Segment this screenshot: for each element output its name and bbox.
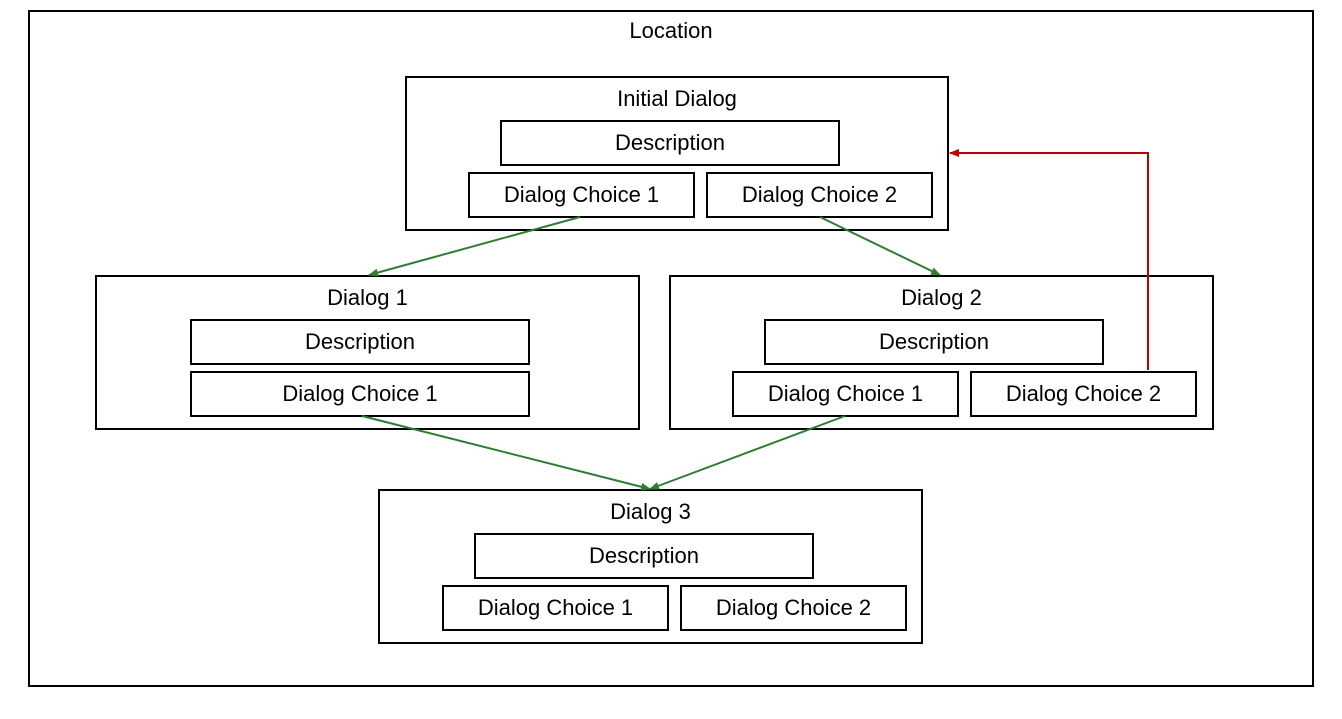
dialog-3-title: Dialog 3 — [610, 499, 691, 524]
dialog-2-description: Description — [764, 319, 1104, 365]
initial-dialog-box: Initial Dialog Description Dialog Choice… — [405, 76, 949, 231]
initial-dialog-title: Initial Dialog — [617, 86, 737, 111]
dialog-1-title: Dialog 1 — [327, 285, 408, 310]
dialog-3-box: Dialog 3 Description Dialog Choice 1 Dia… — [378, 489, 923, 644]
dialog-2-choice-2: Dialog Choice 2 — [970, 371, 1197, 417]
dialog-1-box: Dialog 1 Description Dialog Choice 1 — [95, 275, 640, 430]
location-container: Location — [28, 10, 1314, 687]
dialog-2-title: Dialog 2 — [901, 285, 982, 310]
dialog-1-choice-1: Dialog Choice 1 — [190, 371, 530, 417]
initial-dialog-description: Description — [500, 120, 840, 166]
dialog-1-description: Description — [190, 319, 530, 365]
dialog-2-choice-1: Dialog Choice 1 — [732, 371, 959, 417]
initial-dialog-choice-1: Dialog Choice 1 — [468, 172, 695, 218]
location-title: Location — [629, 18, 713, 43]
dialog-3-choice-2: Dialog Choice 2 — [680, 585, 907, 631]
dialog-2-box: Dialog 2 Description Dialog Choice 1 Dia… — [669, 275, 1214, 430]
dialog-3-description: Description — [474, 533, 814, 579]
dialog-3-choice-1: Dialog Choice 1 — [442, 585, 669, 631]
initial-dialog-choice-2: Dialog Choice 2 — [706, 172, 933, 218]
